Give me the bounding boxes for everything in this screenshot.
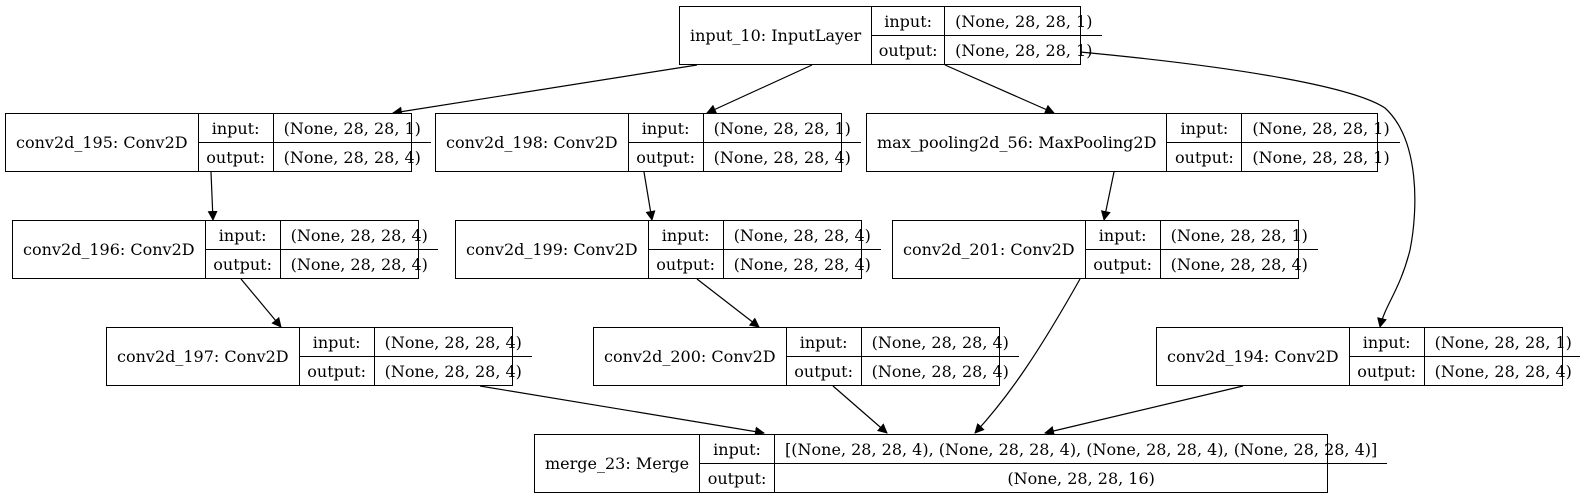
input-label: input:: [198, 114, 273, 143]
layer-name: conv2d_200: Conv2D: [594, 328, 787, 385]
edge-max_pooling2d_56-to-conv2d_201: [1100, 171, 1115, 221]
output-shape: (None, 28, 28, 4): [713, 147, 851, 167]
edge-conv2d_195-to-conv2d_196: [207, 171, 218, 221]
input-shape: (None, 28, 28, 4): [723, 221, 881, 250]
input-shape: (None, 28, 28, 4): [280, 221, 438, 250]
output-label: output:: [307, 361, 366, 381]
edge-conv2d_197-to-merge_23: [479, 385, 765, 437]
input-label: input:: [700, 435, 775, 464]
input-label: input:: [786, 328, 861, 357]
layer-name: conv2d_194: Conv2D: [1157, 328, 1350, 385]
node-conv2d_200: conv2d_200: Conv2D input: output: (None,…: [593, 327, 1019, 386]
edge-conv2d_199-to-conv2d_200: [696, 278, 760, 328]
node-conv2d_196: conv2d_196: Conv2D input: output: (None,…: [12, 220, 438, 279]
node-max_pooling2d_56: max_pooling2d_56: MaxPooling2D input: ou…: [866, 113, 1400, 172]
layer-name: input_10: InputLayer: [680, 7, 873, 64]
edge-conv2d_196-to-conv2d_197: [240, 278, 282, 328]
input-shape: (None, 28, 28, 1): [273, 114, 431, 143]
output-shape: (None, 28, 28, 16): [1007, 468, 1155, 488]
layer-name: conv2d_196: Conv2D: [13, 221, 206, 278]
output-shape: (None, 28, 28, 4): [283, 147, 421, 167]
edge-input_10-to-max_pooling2d_56: [944, 64, 1055, 114]
input-label: input:: [205, 221, 280, 250]
node-input_10: input_10: InputLayer input: output: (Non…: [679, 6, 1103, 65]
edge-input_10-to-conv2d_198: [706, 64, 813, 114]
input-shape: (None, 28, 28, 4): [374, 328, 532, 357]
input-label: input:: [872, 7, 945, 36]
input-label: input:: [1349, 328, 1424, 357]
node-conv2d_199: conv2d_199: Conv2D input: output: (None,…: [455, 220, 881, 279]
output-shape: (None, 28, 28, 4): [384, 361, 522, 381]
output-shape: (None, 28, 28, 4): [1434, 361, 1572, 381]
edge-conv2d_198-to-conv2d_199: [643, 171, 656, 221]
output-shape: (None, 28, 28, 4): [871, 361, 1009, 381]
input-shape: [(None, 28, 28, 4), (None, 28, 28, 4), (…: [775, 435, 1388, 464]
layer-name: conv2d_197: Conv2D: [107, 328, 300, 385]
node-merge_23: merge_23: Merge input: output: [(None, 2…: [534, 434, 1388, 493]
node-conv2d_197: conv2d_197: Conv2D input: output: (None,…: [106, 327, 532, 386]
edge-conv2d_200-to-merge_23: [832, 385, 888, 434]
layer-name: conv2d_199: Conv2D: [456, 221, 649, 278]
output-label: output:: [1175, 147, 1234, 167]
node-conv2d_195: conv2d_195: Conv2D input: output: (None,…: [5, 113, 431, 172]
output-label: output:: [1357, 361, 1416, 381]
input-shape: (None, 28, 28, 1): [703, 114, 861, 143]
output-label: output:: [636, 147, 695, 167]
layer-name: merge_23: Merge: [535, 435, 701, 492]
edge-conv2d_194-to-merge_23: [1044, 385, 1244, 436]
output-label: output:: [213, 254, 272, 274]
layer-name: max_pooling2d_56: MaxPooling2D: [867, 114, 1168, 171]
input-shape: (None, 28, 28, 4): [861, 328, 1019, 357]
output-shape: (None, 28, 28, 4): [290, 254, 428, 274]
output-shape: (None, 28, 28, 1): [955, 40, 1093, 60]
output-label: output:: [206, 147, 265, 167]
output-shape: (None, 28, 28, 4): [1170, 254, 1308, 274]
edge-conv2d_201-to-merge_23: [974, 278, 1081, 434]
layer-name: conv2d_201: Conv2D: [893, 221, 1086, 278]
output-label: output:: [1093, 254, 1152, 274]
output-label: output:: [878, 40, 938, 60]
input-label: input:: [1085, 221, 1160, 250]
input-shape: (None, 28, 28, 1): [1242, 114, 1400, 143]
output-label: output:: [794, 361, 853, 381]
input-label: input:: [628, 114, 703, 143]
layer-name: conv2d_198: Conv2D: [436, 114, 629, 171]
output-label: output:: [707, 468, 767, 488]
output-shape: (None, 28, 28, 4): [733, 254, 871, 274]
input-shape: (None, 28, 28, 1): [1160, 221, 1318, 250]
node-conv2d_198: conv2d_198: Conv2D input: output: (None,…: [435, 113, 861, 172]
input-label: input:: [299, 328, 374, 357]
input-shape: (None, 28, 28, 1): [945, 7, 1103, 36]
input-label: input:: [1167, 114, 1242, 143]
edge-input_10-to-conv2d_194: [1079, 51, 1416, 328]
node-conv2d_194: conv2d_194: Conv2D input: output: (None,…: [1156, 327, 1580, 386]
edge-input_10-to-conv2d_195: [392, 64, 698, 117]
output-shape: (None, 28, 28, 1): [1252, 147, 1390, 167]
input-label: input:: [648, 221, 723, 250]
output-label: output:: [656, 254, 715, 274]
input-shape: (None, 28, 28, 1): [1424, 328, 1580, 357]
node-conv2d_201: conv2d_201: Conv2D input: output: (None,…: [892, 220, 1318, 279]
layer-name: conv2d_195: Conv2D: [6, 114, 199, 171]
